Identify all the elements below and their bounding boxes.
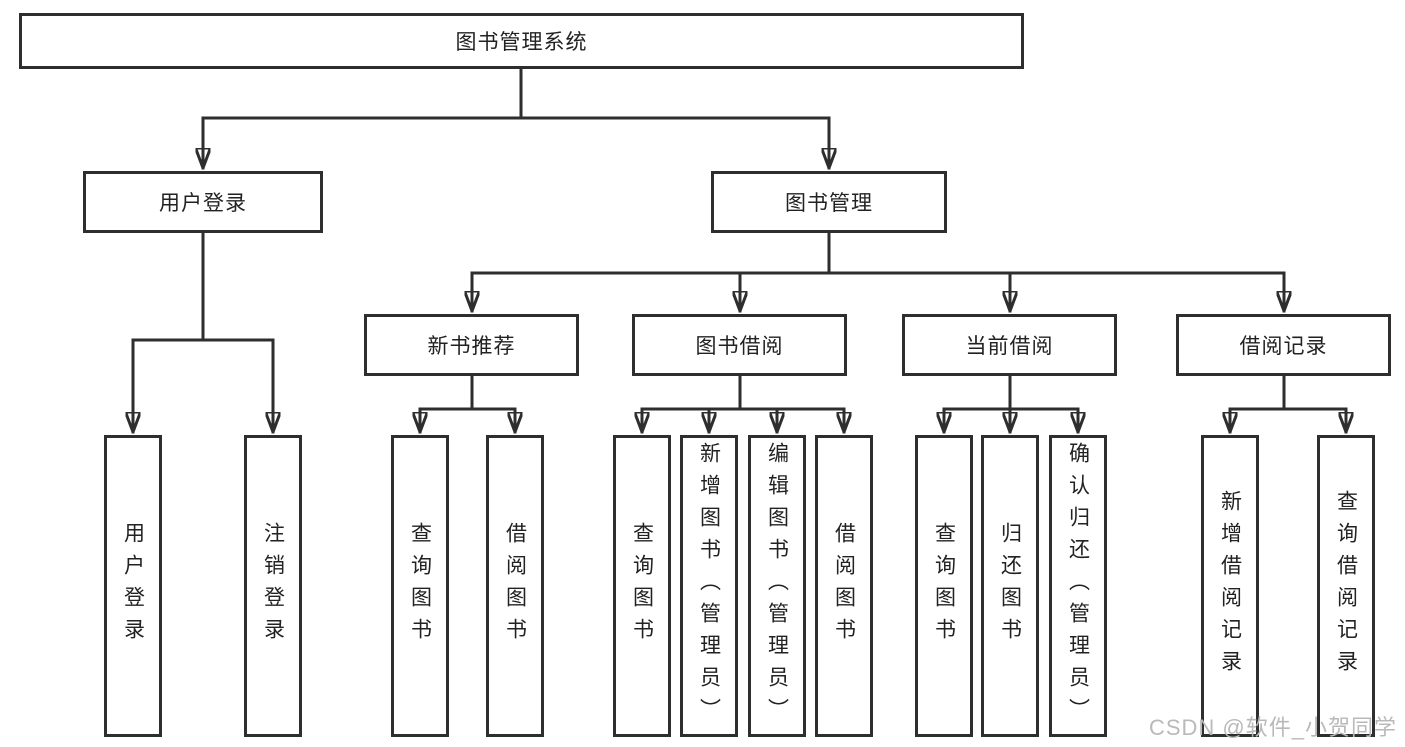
- leaf-recommend-query-book: 查询图书: [391, 435, 449, 737]
- node-borrow-records: 借阅记录: [1176, 314, 1391, 376]
- leaf-recommend-query-book-label: 查询图书: [408, 522, 432, 650]
- leaf-logout: 注销登录: [244, 435, 302, 737]
- leaf-query-borrow-record-label: 查询借阅记录: [1334, 490, 1358, 682]
- leaf-borrow-book-label: 借阅图书: [832, 522, 856, 650]
- node-new-book-recommend-label: 新书推荐: [427, 335, 516, 358]
- leaf-borrow-book: 借阅图书: [815, 435, 873, 737]
- node-book-borrow-label: 图书借阅: [695, 335, 784, 358]
- leaf-query-borrow-record: 查询借阅记录: [1317, 435, 1375, 737]
- node-user-login-label: 用户登录: [159, 192, 247, 215]
- leaf-edit-book-admin: 编辑图书（管理员）: [748, 435, 806, 737]
- node-book-borrow: 图书借阅: [632, 314, 847, 376]
- node-new-book-recommend: 新书推荐: [364, 314, 579, 376]
- node-borrow-records-label: 借阅记录: [1239, 335, 1328, 358]
- leaf-current-query-book-label: 查询图书: [932, 522, 956, 650]
- leaf-current-query-book: 查询图书: [915, 435, 973, 737]
- node-root-system-label: 图书管理系统: [455, 31, 588, 54]
- csdn-watermark: CSDN @软件_小贺同学: [1148, 715, 1397, 740]
- leaf-logout-label: 注销登录: [261, 522, 285, 650]
- leaf-add-book-admin: 新增图书（管理员）: [680, 435, 738, 737]
- leaf-user-login-label: 用户登录: [121, 522, 145, 650]
- node-book-management-label: 图书管理: [785, 192, 873, 215]
- leaf-add-borrow-record: 新增借阅记录: [1201, 435, 1259, 737]
- node-user-login: 用户登录: [83, 171, 323, 233]
- leaf-add-book-admin-label: 新增图书（管理员）: [697, 442, 721, 730]
- leaf-borrow-query-book-label: 查询图书: [630, 522, 654, 650]
- leaf-borrow-query-book: 查询图书: [613, 435, 671, 737]
- leaf-recommend-borrow-book-label: 借阅图书: [503, 522, 527, 650]
- leaf-edit-book-admin-label: 编辑图书（管理员）: [765, 442, 789, 730]
- leaf-add-borrow-record-label: 新增借阅记录: [1218, 490, 1242, 682]
- leaf-return-book-label: 归还图书: [998, 522, 1022, 650]
- leaf-user-login: 用户登录: [104, 435, 162, 737]
- node-root-system: 图书管理系统: [19, 13, 1024, 69]
- leaf-confirm-return-admin: 确认归还（管理员）: [1049, 435, 1107, 737]
- leaf-confirm-return-admin-label: 确认归还（管理员）: [1066, 442, 1090, 730]
- node-current-borrow: 当前借阅: [902, 314, 1117, 376]
- leaf-return-book: 归还图书: [981, 435, 1039, 737]
- node-current-borrow-label: 当前借阅: [965, 335, 1054, 358]
- node-book-management: 图书管理: [711, 171, 947, 233]
- leaf-recommend-borrow-book: 借阅图书: [486, 435, 544, 737]
